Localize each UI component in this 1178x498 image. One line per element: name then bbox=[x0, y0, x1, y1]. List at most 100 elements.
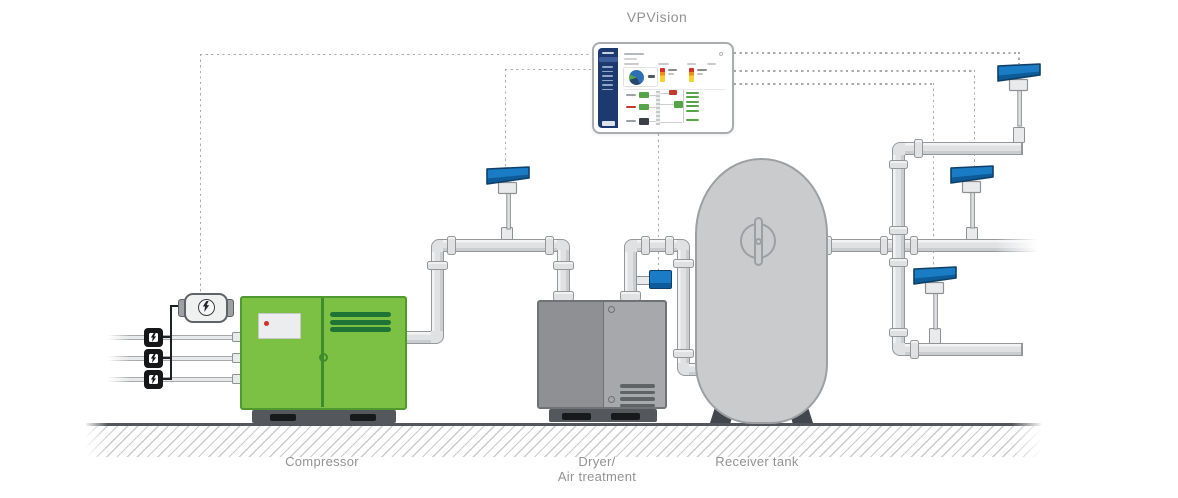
flow-link bbox=[649, 106, 656, 108]
pipe-segment bbox=[826, 239, 1040, 252]
gauge-value bbox=[668, 69, 677, 71]
dryer-label-line1: Dryer/ bbox=[578, 454, 616, 469]
meter-wire bbox=[162, 357, 172, 359]
pipe-flange bbox=[889, 160, 908, 169]
current-clamp bbox=[144, 327, 163, 347]
pie-value bbox=[648, 75, 655, 78]
data-link-dashed bbox=[932, 83, 935, 267]
meter-wire bbox=[162, 378, 172, 380]
pipe-elbow bbox=[892, 142, 905, 155]
receiver-tank-body bbox=[695, 158, 828, 424]
lightning-bolt-icon bbox=[150, 353, 157, 363]
power-meter-dial bbox=[197, 298, 215, 316]
pipe-elbow bbox=[677, 239, 690, 252]
flow-label bbox=[626, 94, 636, 96]
data-link-dashed bbox=[973, 70, 976, 166]
pipe-flange bbox=[641, 236, 650, 255]
pipe-segment bbox=[905, 142, 1023, 155]
power-meter bbox=[184, 293, 228, 323]
kpi-label bbox=[624, 63, 639, 65]
pipe-elbow bbox=[677, 363, 690, 376]
sidebar-button bbox=[601, 121, 615, 126]
data-link-dashed bbox=[734, 52, 1019, 54]
flow-node-green bbox=[639, 103, 649, 110]
data-link-dashed bbox=[1018, 52, 1020, 64]
compressor-foot bbox=[350, 414, 376, 421]
list-value bbox=[686, 96, 699, 98]
pipe-segment bbox=[624, 250, 637, 300]
flow-sensor bbox=[949, 165, 994, 229]
monitor-gauge bbox=[660, 67, 665, 82]
current-clamp bbox=[144, 369, 163, 389]
vpvision-monitor bbox=[592, 42, 734, 134]
pipe-elbow bbox=[430, 239, 444, 252]
floor-hatch bbox=[86, 425, 1042, 457]
pipe-flange bbox=[545, 236, 554, 255]
flow-link bbox=[649, 95, 656, 96]
list-value bbox=[686, 105, 699, 107]
flow-sensor bbox=[486, 166, 530, 230]
flow-link bbox=[649, 121, 656, 122]
panel-screw bbox=[608, 396, 615, 403]
vent-grille bbox=[620, 390, 655, 395]
data-link-dashed bbox=[199, 54, 202, 293]
sidebar-logo bbox=[601, 51, 614, 54]
pipe-elbow bbox=[557, 239, 570, 252]
kpi-label bbox=[687, 63, 696, 65]
flow-link bbox=[660, 104, 674, 105]
sidebar-item bbox=[601, 84, 613, 86]
lightning-bolt-icon bbox=[202, 301, 209, 312]
pipe-flange bbox=[914, 139, 923, 158]
vent-grille bbox=[620, 384, 655, 388]
dryer-label-line2: Air treatment bbox=[557, 469, 637, 484]
vent-grille bbox=[330, 312, 391, 317]
pipe-flange bbox=[665, 236, 674, 255]
vent-grille bbox=[620, 397, 655, 401]
compressor-unit bbox=[240, 296, 407, 410]
pipe-segment bbox=[677, 250, 690, 364]
pipe-flange bbox=[889, 226, 908, 235]
pipe-flange bbox=[889, 258, 908, 267]
flow-sensor bbox=[997, 63, 1041, 127]
meter-wire bbox=[170, 305, 172, 380]
flow-sensor bbox=[912, 266, 957, 330]
data-link-dashed bbox=[734, 83, 933, 85]
flow-label bbox=[626, 120, 636, 122]
data-link-dashed bbox=[505, 68, 592, 71]
sidebar-item bbox=[601, 79, 613, 82]
dashboard-subtitle bbox=[624, 57, 637, 60]
gauge-value bbox=[697, 69, 707, 71]
sidebar-item bbox=[601, 70, 613, 73]
sidebar-item bbox=[601, 75, 613, 77]
dashboard-title bbox=[624, 52, 644, 55]
flow-label-alert bbox=[626, 105, 636, 108]
dryer-unit bbox=[537, 300, 667, 409]
vent-grille bbox=[620, 403, 655, 407]
pipe-flange bbox=[673, 349, 694, 358]
list-value bbox=[686, 100, 699, 103]
pipe-flange bbox=[880, 236, 888, 255]
pipe-elbow bbox=[624, 239, 637, 252]
data-link-dashed bbox=[200, 53, 592, 56]
pipe-flange bbox=[426, 261, 448, 270]
pipe-segment bbox=[892, 150, 905, 348]
ground-fade-left bbox=[80, 418, 108, 460]
pipe-flange bbox=[673, 259, 694, 268]
compressor-label: Compressor bbox=[285, 454, 359, 469]
sidebar-item bbox=[601, 66, 613, 68]
data-link-dashed bbox=[734, 70, 974, 72]
pipe-elbow bbox=[892, 343, 905, 356]
flow-node-green bbox=[674, 101, 683, 108]
sensor-fitting bbox=[1013, 127, 1025, 143]
floor-line bbox=[86, 423, 1042, 426]
ground-fade-right bbox=[1012, 418, 1048, 460]
pipe-segment bbox=[905, 343, 1023, 356]
pipe-flange bbox=[889, 328, 908, 337]
